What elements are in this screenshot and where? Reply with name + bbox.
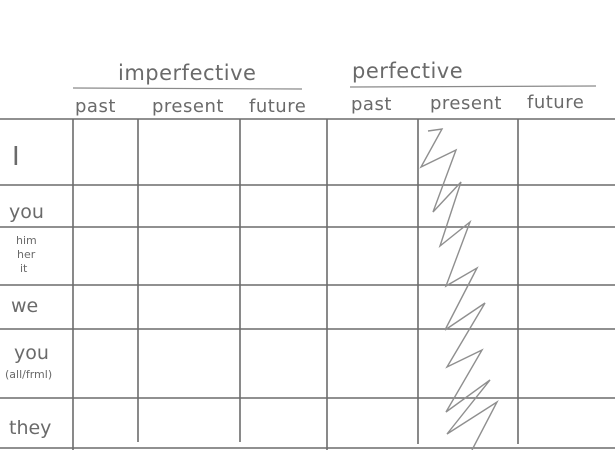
row-label-all-formal: (all/frml) <box>5 368 52 381</box>
col-imperfective-future: future <box>249 96 306 117</box>
col-imperfective-present: present <box>152 96 224 117</box>
row-label-i: I <box>12 142 20 172</box>
row-label-him: him <box>16 234 37 247</box>
row-label-it: it <box>20 262 28 275</box>
row-label-you-plural: you <box>14 342 49 364</box>
imperfective-header: imperfective <box>118 61 256 85</box>
col-imperfective-past: past <box>75 96 116 117</box>
imperfective-underline <box>72 87 303 90</box>
perfective-header: perfective <box>352 59 463 83</box>
col-perfective-present: present <box>430 93 502 114</box>
row-label-you: you <box>9 201 44 223</box>
row-label-they: they <box>9 417 51 439</box>
row-label-her: her <box>17 248 36 261</box>
grid-lines <box>0 118 615 450</box>
col-perfective-future: future <box>527 92 584 113</box>
col-perfective-past: past <box>351 94 392 115</box>
zigzag-crossout-mark <box>419 128 499 450</box>
row-label-we: we <box>11 295 38 317</box>
perfective-underline <box>349 85 597 88</box>
